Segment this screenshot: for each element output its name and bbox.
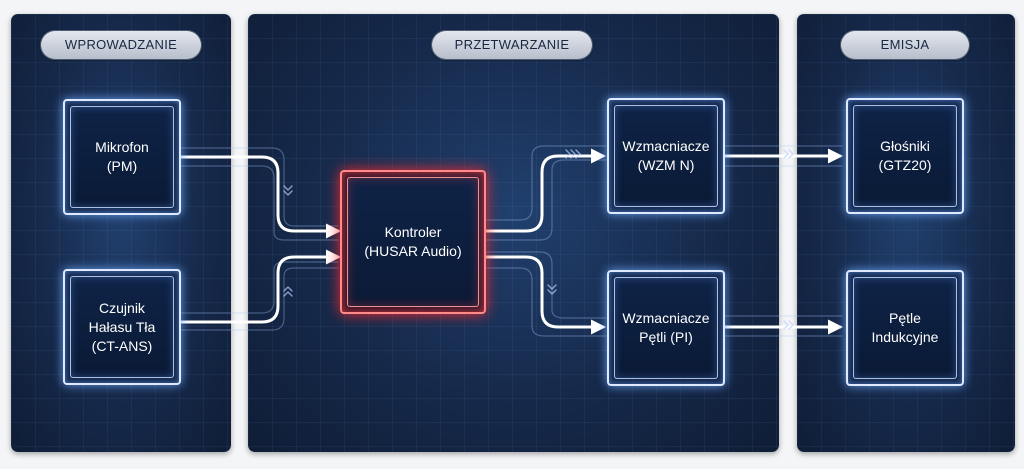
emission-panel (797, 14, 1015, 452)
loop-amplifiers-label: Wzmacniacze Pętli (PI) (614, 277, 718, 379)
microphone-node: Mikrofon (PM) (63, 99, 181, 215)
controller-label: Kontroler (HUSAR Audio) (347, 177, 479, 307)
section-label-emission: EMISJA (841, 31, 969, 59)
induction-loops-node: Pętle Indukcyjne (846, 270, 964, 386)
speakers-label: Głośniki (GTZ20) (853, 105, 957, 207)
controller-node: Kontroler (HUSAR Audio) (340, 170, 486, 314)
loop-amplifiers-node: Wzmacniacze Pętli (PI) (607, 270, 725, 386)
section-label-input: WPROWADZANIE (41, 31, 201, 59)
input-panel (11, 14, 231, 452)
speakers-node: Głośniki (GTZ20) (846, 98, 964, 214)
noise-sensor-label: Czujnik Hałasu Tła (CT-ANS) (70, 276, 174, 378)
section-label-processing: PRZETWARZANIE (432, 31, 592, 59)
induction-loops-label: Pętle Indukcyjne (853, 277, 957, 379)
amplifiers-label: Wzmacniacze (WZM N) (614, 105, 718, 207)
processing-panel (248, 14, 779, 452)
noise-sensor-node: Czujnik Hałasu Tła (CT-ANS) (63, 269, 181, 385)
microphone-label: Mikrofon (PM) (70, 106, 174, 208)
amplifiers-node: Wzmacniacze (WZM N) (607, 98, 725, 214)
